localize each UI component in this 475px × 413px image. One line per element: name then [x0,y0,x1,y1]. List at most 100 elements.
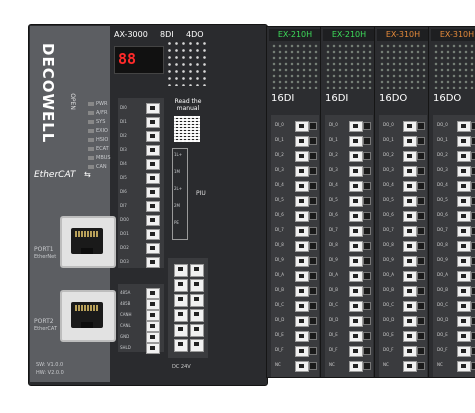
terminal-screw[interactable] [349,346,363,357]
terminal-release-button[interactable] [309,227,317,235]
terminal-release-button[interactable] [309,347,317,355]
terminal-release-button[interactable] [471,257,475,265]
power-terminal-screw[interactable] [174,264,188,277]
terminal-screw[interactable] [403,346,417,357]
terminal-release-button[interactable] [309,137,317,145]
power-terminal-screw[interactable] [174,339,188,352]
terminal-release-button[interactable] [471,317,475,325]
terminal-screw[interactable] [403,211,417,222]
terminal-release-button[interactable] [363,197,371,205]
terminal-screw[interactable] [349,151,363,162]
terminal-screw[interactable] [349,226,363,237]
terminal-screw[interactable] [349,181,363,192]
terminal-screw[interactable] [403,136,417,147]
terminal-release-button[interactable] [417,167,425,175]
comm-terminal-screw[interactable] [146,310,160,321]
terminal-screw[interactable] [457,331,471,342]
power-terminal-screw[interactable] [190,324,204,337]
terminal-screw[interactable] [403,241,417,252]
terminal-release-button[interactable] [471,362,475,370]
terminal-screw[interactable] [349,301,363,312]
terminal-screw[interactable] [403,256,417,267]
terminal-release-button[interactable] [471,227,475,235]
terminal-screw[interactable] [403,361,417,372]
terminal-release-button[interactable] [417,137,425,145]
ethercat-port-2[interactable] [60,290,116,342]
terminal-screw[interactable] [295,331,309,342]
terminal-screw[interactable] [295,226,309,237]
terminal-release-button[interactable] [363,272,371,280]
terminal-release-button[interactable] [471,122,475,130]
terminal-release-button[interactable] [417,287,425,295]
terminal-screw[interactable] [457,316,471,327]
terminal-release-button[interactable] [417,227,425,235]
power-terminal-screw[interactable] [190,294,204,307]
terminal-screw[interactable] [295,121,309,132]
terminal-release-button[interactable] [363,182,371,190]
terminal-screw[interactable] [349,196,363,207]
terminal-release-button[interactable] [417,332,425,340]
terminal-release-button[interactable] [471,197,475,205]
comm-terminal-screw[interactable] [146,332,160,343]
terminal-release-button[interactable] [363,137,371,145]
terminal-release-button[interactable] [417,182,425,190]
terminal-screw[interactable] [457,226,471,237]
terminal-release-button[interactable] [417,122,425,130]
terminal-release-button[interactable] [363,152,371,160]
terminal-release-button[interactable] [363,122,371,130]
terminal-release-button[interactable] [417,242,425,250]
terminal-release-button[interactable] [471,302,475,310]
terminal-release-button[interactable] [309,317,317,325]
terminal-release-button[interactable] [309,197,317,205]
terminal-release-button[interactable] [471,152,475,160]
terminal-screw[interactable] [403,151,417,162]
terminal-screw[interactable] [403,166,417,177]
terminal-release-button[interactable] [309,212,317,220]
terminal-screw[interactable] [349,361,363,372]
terminal-release-button[interactable] [417,272,425,280]
terminal-release-button[interactable] [417,317,425,325]
terminal-screw[interactable] [295,136,309,147]
terminal-screw[interactable] [349,256,363,267]
terminal-release-button[interactable] [417,347,425,355]
terminal-screw[interactable] [295,271,309,282]
terminal-screw[interactable] [295,196,309,207]
terminal-screw[interactable] [146,117,160,128]
comm-terminal-screw[interactable] [146,299,160,310]
terminal-screw[interactable] [349,271,363,282]
terminal-release-button[interactable] [471,332,475,340]
terminal-release-button[interactable] [363,317,371,325]
terminal-release-button[interactable] [471,212,475,220]
terminal-screw[interactable] [295,241,309,252]
power-terminal-screw[interactable] [190,264,204,277]
terminal-release-button[interactable] [471,242,475,250]
terminal-release-button[interactable] [471,182,475,190]
terminal-screw[interactable] [349,121,363,132]
terminal-screw[interactable] [457,361,471,372]
terminal-release-button[interactable] [363,347,371,355]
terminal-screw[interactable] [349,211,363,222]
terminal-screw[interactable] [295,181,309,192]
terminal-release-button[interactable] [471,287,475,295]
terminal-screw[interactable] [349,286,363,297]
terminal-screw[interactable] [295,166,309,177]
terminal-screw[interactable] [349,331,363,342]
terminal-screw[interactable] [457,301,471,312]
terminal-release-button[interactable] [309,182,317,190]
terminal-screw[interactable] [146,229,160,240]
terminal-screw[interactable] [146,173,160,184]
terminal-release-button[interactable] [309,152,317,160]
terminal-screw[interactable] [146,187,160,198]
comm-terminal-screw[interactable] [146,321,160,332]
terminal-screw[interactable] [146,215,160,226]
terminal-release-button[interactable] [471,347,475,355]
terminal-screw[interactable] [295,346,309,357]
terminal-screw[interactable] [349,316,363,327]
terminal-screw[interactable] [146,243,160,254]
terminal-screw[interactable] [295,301,309,312]
terminal-release-button[interactable] [417,362,425,370]
terminal-screw[interactable] [146,257,160,268]
terminal-screw[interactable] [403,286,417,297]
terminal-screw[interactable] [403,121,417,132]
terminal-release-button[interactable] [417,212,425,220]
